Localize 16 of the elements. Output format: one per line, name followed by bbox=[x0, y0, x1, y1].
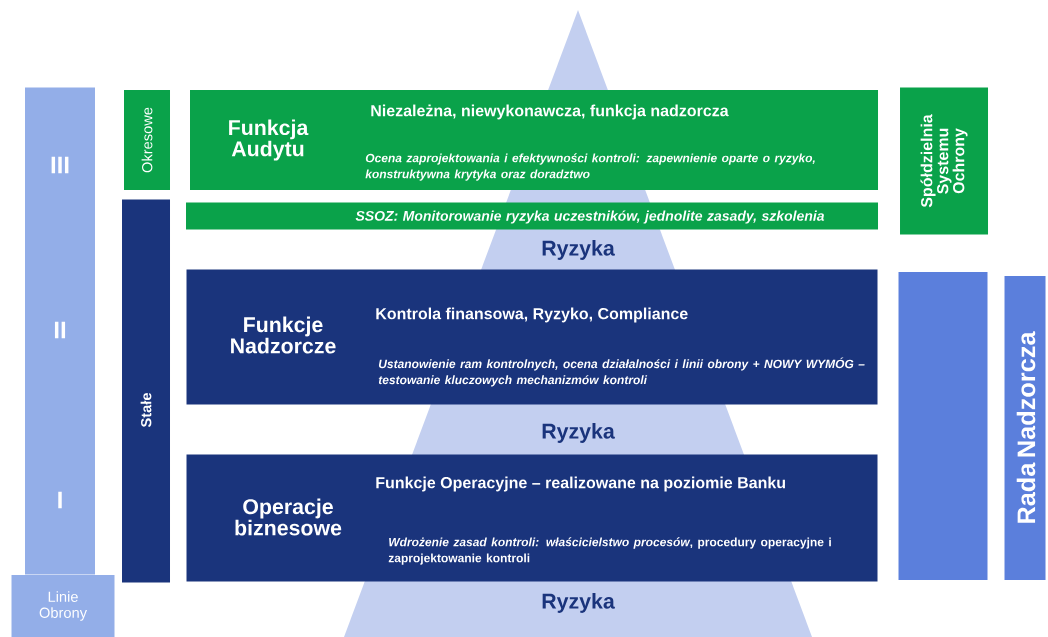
permanent-bar: Stałe bbox=[122, 199, 170, 583]
operations-box: Operacje biznesowe Funkcje Operacyjne – realizowane na poziomie Banku Wdrożenie zasad kontroli: właścicielstwo procesów, procedury operacyjne i zaprojektowanie kontroli bbox=[186, 454, 878, 582]
lines-label-box: Linie Obrony bbox=[11, 575, 115, 637]
risk-label: Ryzyka bbox=[542, 240, 615, 260]
ssoz-bar: SSOZ: Monitorowanie ryzyka uczestników, jednolite zasady, szkolenia bbox=[186, 202, 878, 230]
node-label: II bbox=[54, 321, 66, 339]
node-label: Linie Obrony bbox=[39, 591, 88, 621]
risk-label: Ryzyka bbox=[542, 423, 615, 443]
node-label: III bbox=[51, 156, 69, 174]
cooperative-box: Spółdzielnia Systemu Ochrony bbox=[900, 87, 988, 235]
supervision-box: Funkcje Nadzorcze Kontrola finansowa, Ryzyko, Compliance Ustanowienie ram kontrolnych, ocena działalności i linii obrony + NOWY WYMÓG – testowanie kluczowych mechanizmów kontroli bbox=[186, 269, 878, 405]
board-box: Rada Nadzorcza bbox=[1004, 276, 1046, 580]
period-bar: Okresowe bbox=[124, 90, 170, 190]
node-label: I bbox=[58, 491, 62, 509]
bank-box bbox=[898, 272, 988, 580]
audit-box: Funkcja Audytu Niezależna, niewykonawcza, funkcja nadzorcza Ocena zaprojektowania i efektywności kontroli: zapewnienie oparte o ryzyko, konstruktywna krytyka oraz doradztwo bbox=[190, 90, 878, 190]
